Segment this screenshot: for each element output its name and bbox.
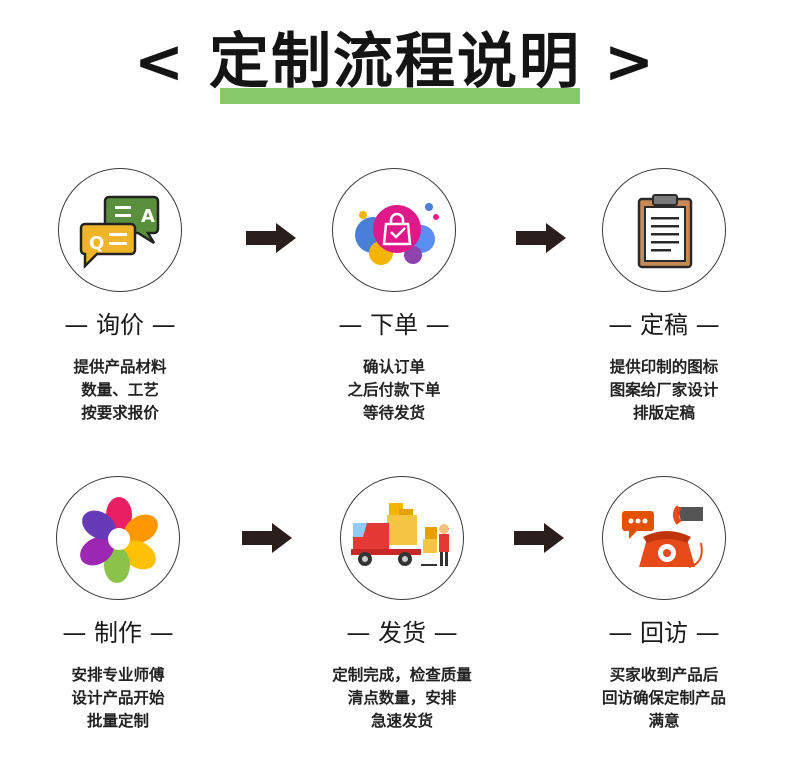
step-circle <box>602 168 726 292</box>
step-circle: A Q <box>58 168 182 292</box>
step-circle <box>340 476 464 600</box>
step-label: — 定稿 — <box>608 311 720 339</box>
title-area: < 定制流程说明 > <box>0 18 790 108</box>
step-label: — 制作 — <box>62 619 174 647</box>
colorful-flower-icon <box>80 497 158 583</box>
step-label: — 发货 — <box>346 619 458 647</box>
page-title: < 定制流程说明 > <box>133 27 657 97</box>
step-description: 提供印制的图标图案给厂家设计排版定稿 <box>609 358 719 422</box>
svg-text:A: A <box>141 206 155 227</box>
svg-text:Q: Q <box>89 233 104 254</box>
step-description: 买家收到产品后回访确保定制产品满意 <box>601 666 726 730</box>
step-description: 提供产品材料数量、工艺按要求报价 <box>73 358 167 422</box>
step-label: — 下单 — <box>338 311 450 339</box>
step-description: 定制完成，检查质量清点数量，安排急速发货 <box>332 666 472 730</box>
qa-chat-icon: A Q <box>79 195 160 270</box>
shopping-bag-icon <box>355 203 439 265</box>
step-description: 安排专业师傅设计产品开始批量定制 <box>71 666 165 730</box>
step-circle <box>332 168 456 292</box>
arrow-right-icon <box>516 223 566 253</box>
step-description: 确认订单之后付款下单等待发货 <box>347 358 441 422</box>
arrow-right-icon <box>246 223 296 253</box>
step-circle <box>56 476 180 600</box>
clipboard-icon <box>637 194 693 269</box>
delivery-truck-icon <box>351 503 449 566</box>
step-circle <box>602 476 726 600</box>
telephone-icon <box>622 505 703 568</box>
step-label: — 回访 — <box>608 619 720 647</box>
arrow-right-icon <box>242 523 292 553</box>
title-underline <box>220 88 580 104</box>
arrow-right-icon <box>514 523 564 553</box>
step-label: — 询价 — <box>64 311 176 339</box>
